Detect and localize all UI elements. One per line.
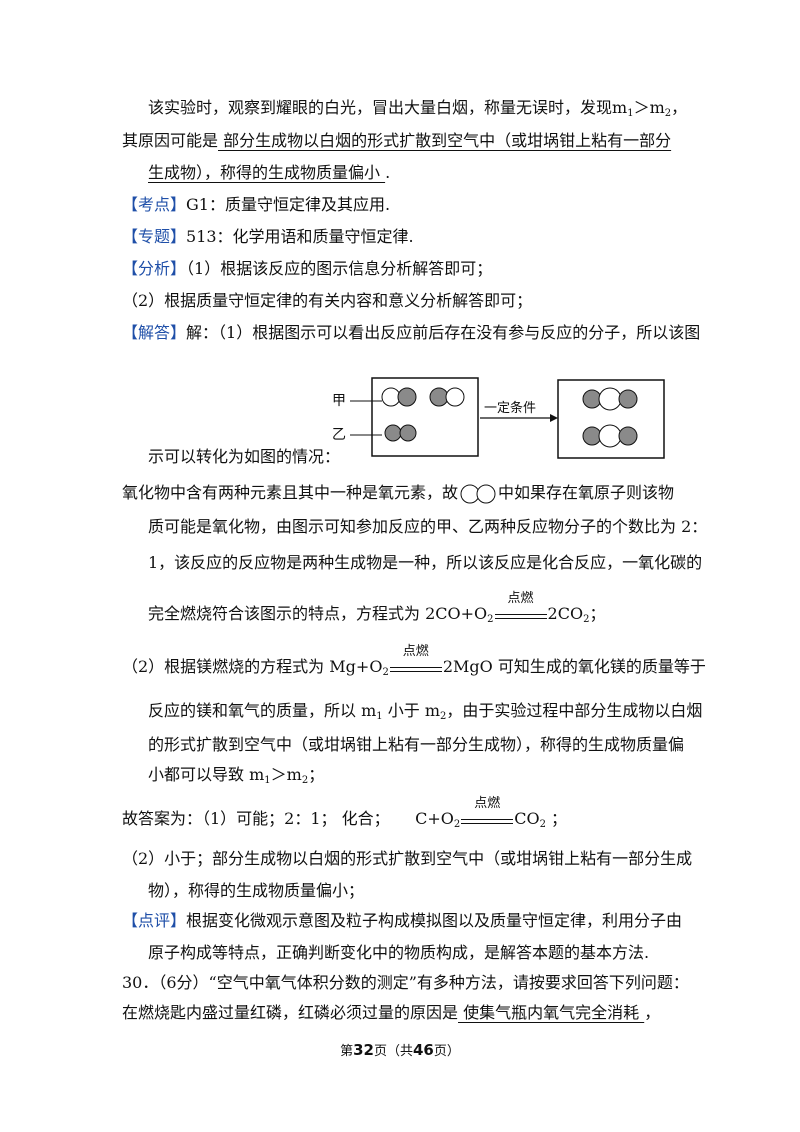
dianping: 【点评】根据变化微观示意图及粒子构成模拟图以及质量守恒定律，利用分子由 [122, 911, 683, 930]
blank-answer-1b: 生成物），称得的生成物质量偏小 [148, 163, 386, 182]
jieda: 【解答】解：（1）根据图示可以看出反应前后存在没有参与反应的分子，所以该图 [122, 323, 701, 342]
reactant-box [371, 377, 479, 457]
line-p2: 1，该反应的反应物是两种生成物是一种，所以该反应是化合反应，一氧化碳的 [148, 553, 703, 572]
fenxi-2: （2）根据质量守恒定律的有关内容和意义分析解答即可； [122, 291, 533, 310]
page-total: 46 [413, 1041, 434, 1059]
blank-answer-30: 使集气瓶内氧气完全消耗 [458, 1003, 645, 1022]
line-p1: 质可能是氧化物，由图示可知参加反应的甲、乙两种反应物分子的个数比为 2： [148, 517, 708, 536]
product-molecule-1 [582, 387, 638, 411]
page-number: 32 [353, 1041, 374, 1059]
molecule-jia-1 [381, 387, 417, 407]
label-yi: 乙 [332, 427, 346, 443]
molecule-jia-2 [429, 387, 465, 407]
fenxi: 【分析】（1）根据该反应的图示信息分析解答即可； [122, 259, 493, 278]
label-jia: 甲 [332, 393, 346, 409]
dianping-2: 原子构成等特点，正确判断变化中的物质构成，是解答本题的基本方法. [148, 943, 650, 962]
question-30-b: 在燃烧匙内盛过量红磷，红磷必须过量的原因是 使集气瓶内氧气完全消耗 ， [122, 1003, 661, 1022]
line-q3: 的形式扩散到空气中（或坩埚钳上粘有一部分生成物），称得的生成物质量偏 [148, 735, 685, 754]
line-oxide: 氧化物中含有两种元素且其中一种是氧元素，故中如果存在氧原子则该物 [122, 482, 674, 505]
arrow-condition: 一定条件 [484, 400, 536, 416]
question-30: 30．（6分）“空气中氧气体积分数的测定”有多种方法，请按要求回答下列问题： [122, 973, 689, 992]
reaction-diagram: 甲 乙 一定条件 [332, 377, 665, 459]
line-answer-3: 物），称得的生成物质量偏小； [148, 881, 365, 900]
line-3: 生成物），称得的生成物质量偏小 . [148, 163, 391, 182]
molecule-yi [384, 424, 417, 442]
line-q2: 反应的镁和氧气的质量，所以 m1 小于 m2，由于实验过程中部分生成物以白烟 [148, 701, 703, 722]
line-answer-2: （2）小于；部分生成物以白烟的形式扩散到空气中（或坩埚钳上粘有一部分生成 [122, 849, 693, 868]
oxygen-molecule-icon [460, 484, 496, 503]
product-box [557, 379, 665, 459]
line-1: 该实验时，观察到耀眼的白光，冒出大量白烟，称量无误时，发现m1＞m2， [148, 98, 688, 119]
zhuanti: 【专题】513：化学用语和质量守恒定律. [122, 227, 414, 246]
line-q4: 小都可以导致 m1＞m2； [148, 765, 325, 786]
product-molecule-2 [582, 424, 638, 448]
line-figure: 示可以转化为如图的情况： [148, 447, 341, 466]
line-2: 其原因可能是 部分生成物以白烟的形式扩散到空气中（或坩埚钳上粘有一部分 [122, 131, 672, 150]
kaodian: 【考点】G1：质量守恒定律及其应用. [122, 195, 391, 214]
blank-answer-1: 部分生成物以白烟的形式扩散到空气中（或坩埚钳上粘有一部分 [218, 131, 672, 150]
page-footer: 第32页（共46页） [340, 1041, 460, 1059]
